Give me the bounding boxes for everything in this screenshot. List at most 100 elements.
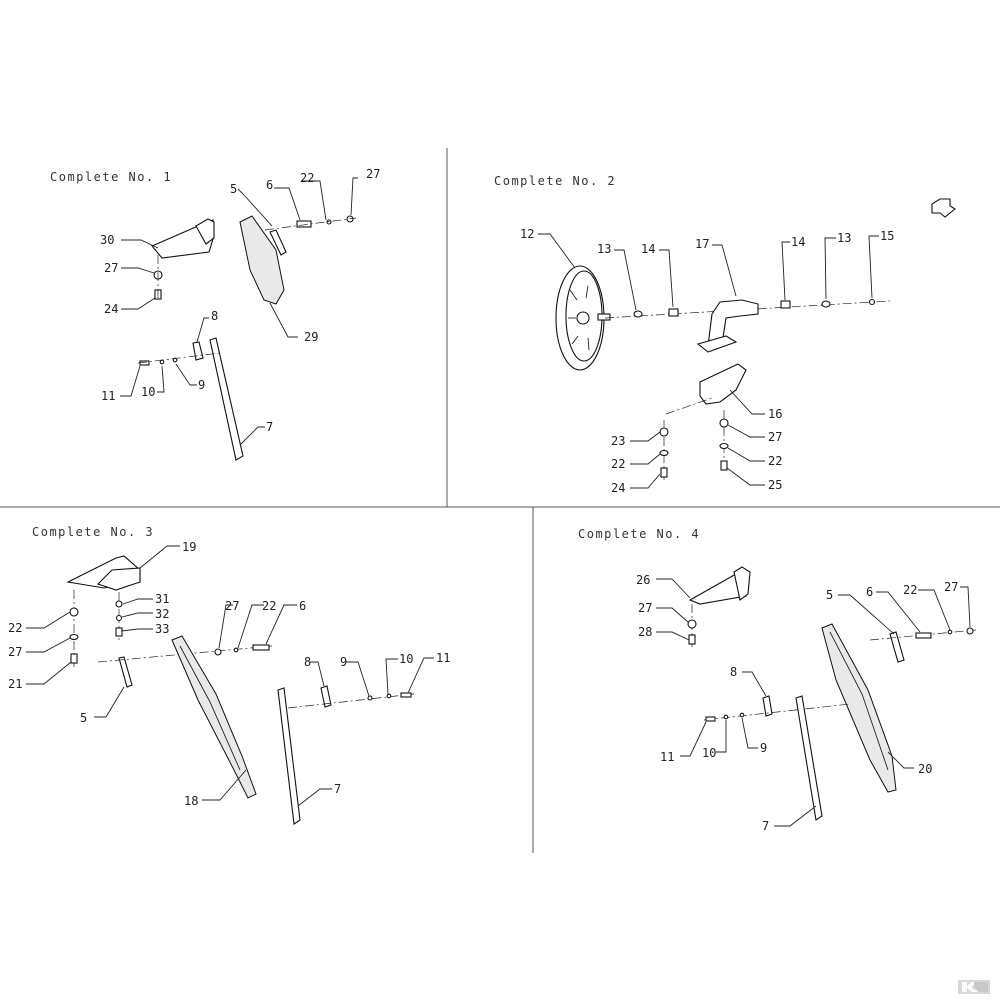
panel-complete-1: Complete No. 1: [50, 167, 380, 461]
callout-label: 5: [230, 182, 237, 196]
part-blade: [821, 623, 897, 793]
callout-label: 13: [837, 231, 851, 245]
callout-label: 32: [155, 607, 169, 621]
panel-complete-4: Complete No. 4: [578, 527, 977, 833]
callout-label: 30: [100, 233, 114, 247]
callout-label: 19: [182, 540, 196, 554]
callout-label: 8: [304, 655, 311, 669]
part-shim: [118, 656, 133, 688]
callout-label: 13: [597, 242, 611, 256]
callout-label: 9: [760, 741, 767, 755]
part-bolt: [915, 632, 932, 639]
callout-label: 14: [791, 235, 805, 249]
callout-label: 25: [768, 478, 782, 492]
part-bracket-flange: [195, 218, 215, 245]
callout-label: 8: [730, 665, 737, 679]
brand-logo-icon: [958, 980, 990, 994]
callout-label: 27: [104, 261, 118, 275]
panel-title: Complete No. 3: [32, 525, 154, 539]
callout-label: 9: [198, 378, 205, 392]
callout-label: 9: [340, 655, 347, 669]
callout-label: 17: [695, 237, 709, 251]
callout-label: 7: [762, 819, 769, 833]
part-nut: [115, 600, 123, 608]
panel-title: Complete No. 4: [578, 527, 700, 541]
part-clip: [192, 341, 204, 361]
part-shim: [269, 229, 287, 256]
callout-label: 27: [944, 580, 958, 594]
part-clip: [762, 695, 773, 717]
callout-label: 5: [826, 588, 833, 602]
callout-label: 22: [262, 599, 276, 613]
part-crank-base: [696, 335, 738, 353]
part-bolt: [139, 360, 150, 366]
axis-line: [137, 352, 221, 364]
part-washer: [386, 693, 392, 699]
callout-label: 24: [104, 302, 118, 316]
callout-label: 22: [8, 621, 22, 635]
callout-label: 8: [211, 309, 218, 323]
callout-label: 11: [436, 651, 450, 665]
panel-complete-3: Complete No. 3: [8, 525, 450, 825]
part-bolt: [252, 644, 270, 651]
callout-label: 21: [8, 677, 22, 691]
part-bolt: [70, 653, 78, 664]
part-nut: [966, 627, 974, 635]
part-bracket-flange: [733, 566, 751, 601]
part-axle-stub: [597, 313, 611, 321]
callout-label: 6: [299, 599, 306, 613]
part-washer: [719, 442, 729, 450]
callout-label: 6: [866, 585, 873, 599]
panel-title: Complete No. 2: [494, 174, 616, 188]
part-washer: [821, 300, 831, 308]
callout-label: 27: [366, 167, 380, 181]
callout-label: 5: [80, 711, 87, 725]
callout-label: 6: [266, 178, 273, 192]
part-washer: [633, 310, 643, 318]
part-tine: [209, 337, 244, 461]
axis-line: [665, 397, 713, 415]
part-wheel-hub: [576, 311, 590, 325]
callout-label: 22: [903, 583, 917, 597]
part-bolt: [115, 627, 123, 637]
callout-label: 24: [611, 481, 625, 495]
callout-label: 23: [611, 434, 625, 448]
part-bush: [780, 300, 791, 309]
callout-label: 7: [266, 420, 273, 434]
part-bolt: [688, 634, 696, 645]
callout-label: 27: [638, 601, 652, 615]
callout-label: 22: [611, 457, 625, 471]
callout-label: 27: [768, 430, 782, 444]
part-washer: [947, 629, 953, 635]
callout-label: 16: [768, 407, 782, 421]
callout-label: 7: [334, 782, 341, 796]
part-bush: [668, 308, 679, 317]
part-bolt: [660, 467, 668, 478]
part-washer: [367, 695, 373, 701]
part-bolt: [705, 716, 716, 722]
callout-label: 22: [300, 171, 314, 185]
callout-label: 22: [768, 454, 782, 468]
callout-label: 10: [702, 746, 716, 760]
callout-label: 10: [399, 652, 413, 666]
part-nut: [214, 648, 222, 656]
part-bolt: [400, 692, 412, 698]
part-bracket-flange: [96, 567, 141, 591]
callout-label: 14: [641, 242, 655, 256]
part-washer: [233, 647, 239, 653]
callout-label: 33: [155, 622, 169, 636]
part-tine: [795, 695, 823, 821]
part-nut: [69, 607, 79, 617]
part-disc-plate: [239, 215, 285, 305]
part-blade: [171, 635, 257, 799]
part-bolt: [296, 220, 312, 228]
part-washer: [69, 633, 79, 641]
axis-line: [287, 693, 415, 709]
part-clip: [320, 685, 332, 708]
callout-label: 28: [638, 625, 652, 639]
callout-label: 18: [184, 794, 198, 808]
callout-label: 31: [155, 592, 169, 606]
direction-arrow-icon: [931, 198, 956, 218]
